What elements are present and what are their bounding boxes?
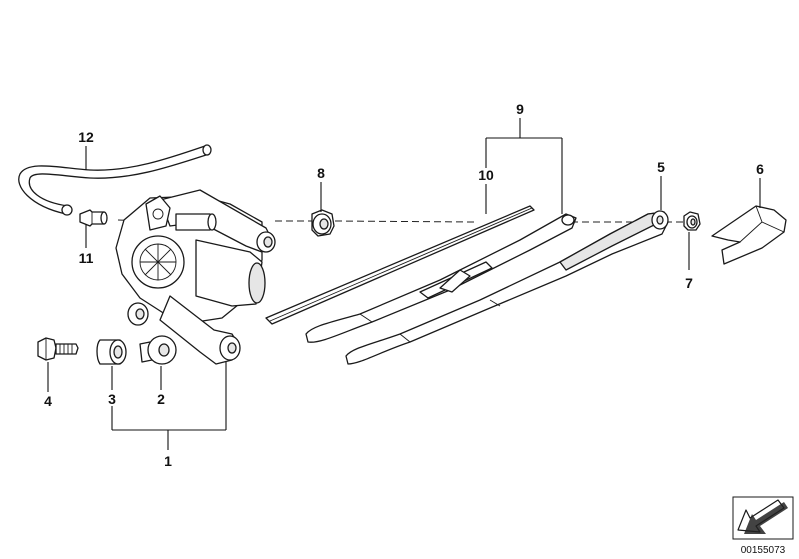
callout-5: 5	[657, 159, 665, 175]
part-nut	[683, 211, 701, 231]
callout-9: 9	[516, 101, 524, 117]
part-wiper-arm	[345, 210, 669, 365]
part-bushing	[139, 335, 177, 365]
callout-labels: 12 11 8 9 10 5 6 7 4 3 2 1	[44, 101, 764, 469]
part-grommet	[96, 339, 127, 365]
part-hose	[18, 144, 212, 216]
callout-7: 7	[685, 275, 693, 291]
callout-2: 2	[157, 391, 165, 407]
callout-1: 1	[164, 453, 172, 469]
part-wiper-blade	[305, 213, 577, 343]
part-cap-nut	[311, 209, 335, 237]
part-blade-refill	[265, 205, 535, 325]
arrow-down-left-icon	[732, 496, 794, 540]
leader-lines	[47, 118, 761, 450]
part-bolt	[37, 337, 79, 361]
callout-3: 3	[108, 391, 116, 407]
callout-11: 11	[79, 250, 94, 266]
part-cover-cap	[711, 205, 787, 265]
callout-8: 8	[317, 165, 325, 181]
callout-10: 10	[478, 167, 494, 183]
callout-4: 4	[44, 393, 52, 409]
part-hose-connector	[79, 209, 108, 227]
part-wiper-motor	[115, 189, 276, 365]
callout-12: 12	[78, 129, 94, 145]
diagram-reference-number: 00155073	[741, 545, 786, 556]
callout-6: 6	[756, 161, 764, 177]
